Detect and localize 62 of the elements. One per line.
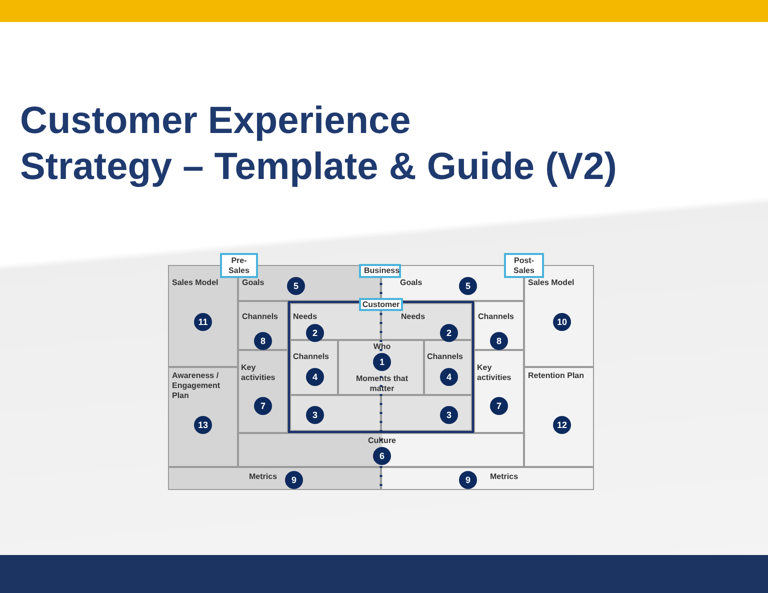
header-tag: Customer (359, 298, 403, 311)
region-label: Key activities (477, 363, 512, 383)
canvas-region (424, 340, 472, 395)
number-badge: 13 (194, 416, 212, 434)
number-badge: 5 (287, 277, 305, 295)
title: Customer Experience Strategy – Template & Guide (V2) (20, 100, 617, 188)
region-label: Channels (427, 352, 464, 362)
canvas-region (290, 395, 381, 431)
number-badge: 2 (440, 324, 458, 342)
number-badge: 9 (459, 471, 477, 489)
region-label: Who (372, 342, 392, 352)
number-badge: 1 (373, 353, 391, 371)
region-label: Channels (478, 312, 514, 322)
canvas-region (474, 350, 524, 433)
region-label: Needs (401, 312, 426, 322)
number-badge: 8 (490, 332, 508, 350)
number-badge: 5 (459, 277, 477, 295)
region-label: Retention Plan (528, 371, 584, 381)
number-badge: 12 (553, 416, 571, 434)
canvas-region (474, 301, 524, 350)
region-label: Key activities (241, 363, 276, 383)
canvas-region (524, 367, 594, 467)
number-badge: 3 (306, 406, 324, 424)
canvas-region (238, 301, 288, 350)
number-badge: 4 (306, 368, 324, 386)
customer-frame (288, 301, 474, 433)
region-label: Awareness / Engagement Plan (172, 371, 222, 401)
region-label: Sales Model (528, 278, 574, 288)
header-stripe (0, 0, 768, 22)
header-label: Pre-Sales (228, 256, 250, 276)
canvas-region (381, 395, 472, 431)
region-label: Goals (242, 278, 264, 288)
header-label: Post-Sales (512, 256, 536, 276)
number-badge: 10 (553, 313, 571, 331)
number-badge: 6 (373, 447, 391, 465)
number-badge: 2 (306, 324, 324, 342)
region-label: Metrics (249, 472, 278, 482)
region-label: Channels (293, 352, 330, 362)
number-badge: 3 (440, 406, 458, 424)
canvas-region (381, 467, 594, 490)
canvas-region (238, 433, 524, 467)
number-badge: 8 (254, 332, 272, 350)
region-label: Culture (367, 436, 397, 446)
number-badge: 9 (285, 471, 303, 489)
canvas-region (290, 340, 338, 395)
canvas-region (338, 340, 424, 395)
footer-band (0, 555, 768, 593)
number-badge: 7 (490, 397, 508, 415)
number-badge: 11 (194, 313, 212, 331)
number-badge: 7 (254, 397, 272, 415)
region-label: Moments that matter (355, 374, 409, 394)
header-tag (220, 253, 258, 278)
canvas-region (168, 367, 238, 467)
region-label: Goals (400, 278, 422, 288)
number-badge: 4 (440, 368, 458, 386)
region-label: Metrics (490, 472, 518, 482)
canvas-region (238, 350, 288, 433)
canvas-region (168, 467, 381, 490)
region-label: Needs (293, 312, 318, 322)
header-tag (504, 253, 544, 278)
region-label: Channels (242, 312, 278, 322)
region-label: Sales Model (172, 278, 218, 288)
